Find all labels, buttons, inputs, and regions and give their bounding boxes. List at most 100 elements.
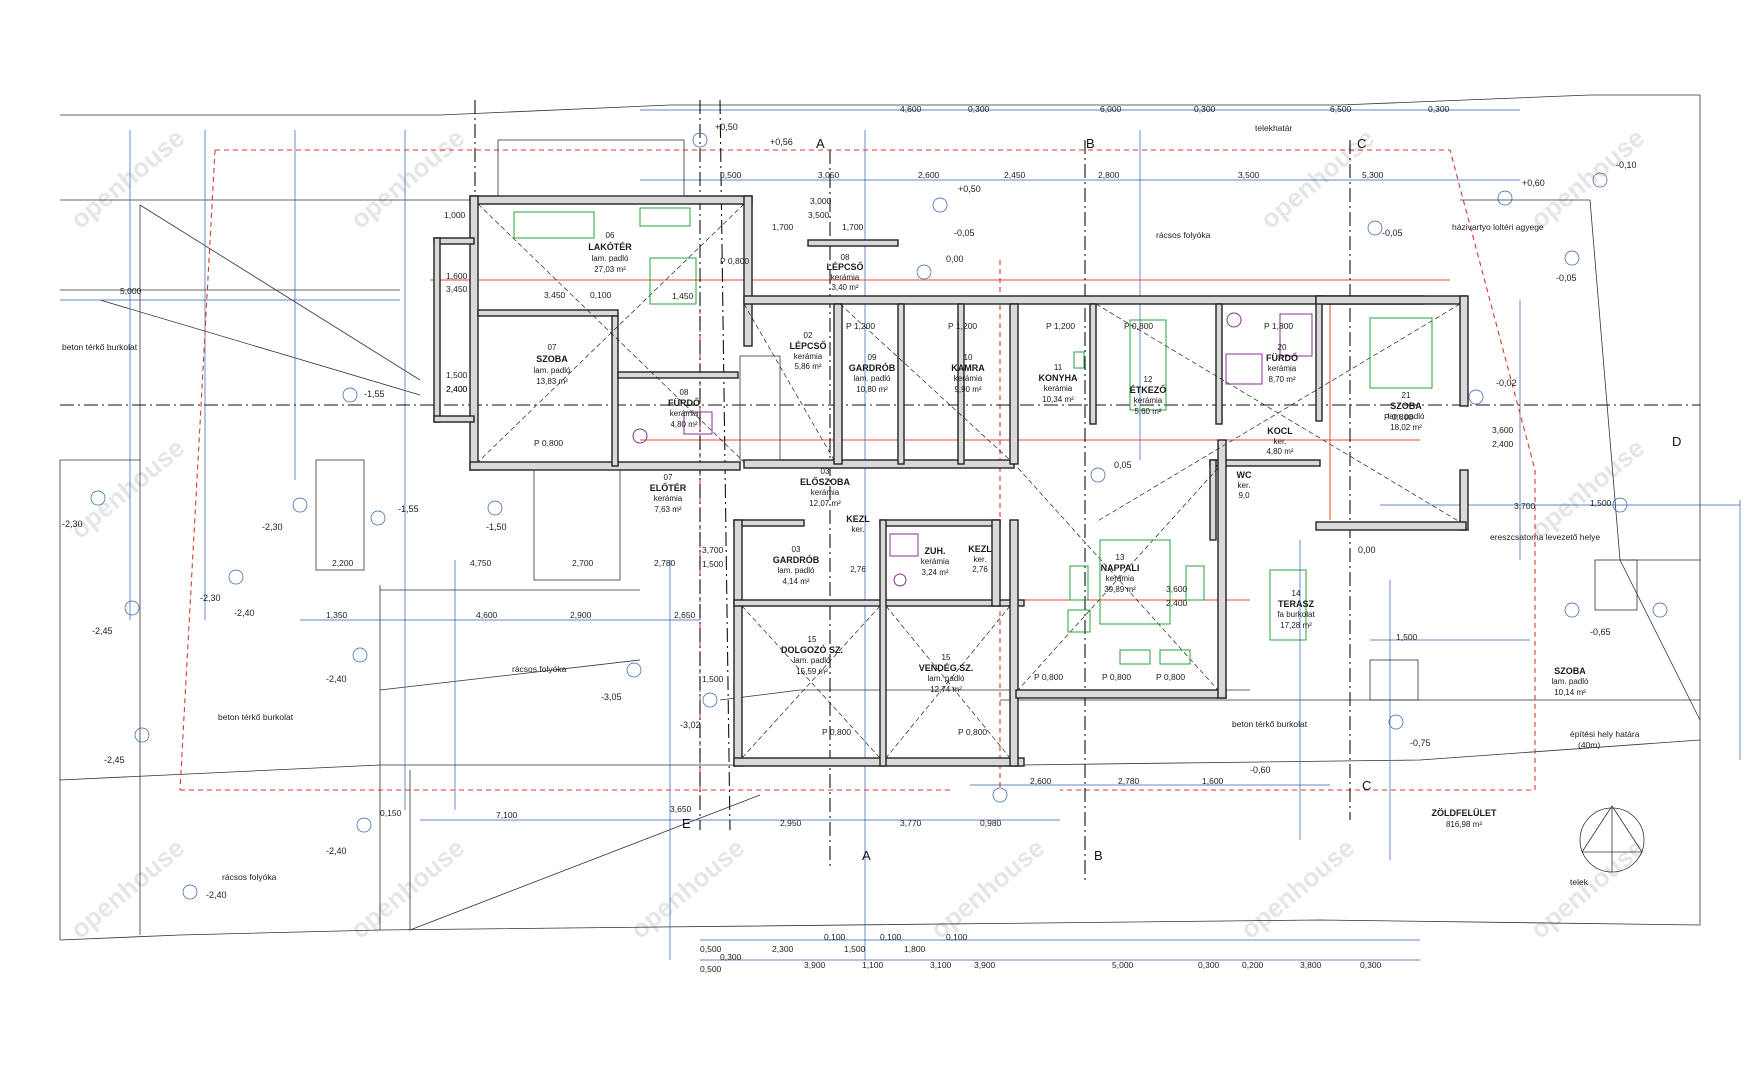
level-value: -3,02 [680, 720, 701, 730]
north-arrow-icon [1579, 805, 1645, 873]
room-terasz: 14 TERASZ fa burkolat 17,28 m² [1277, 589, 1315, 630]
dimension: 1,500 [1590, 498, 1612, 508]
dimension: 3,450 [544, 290, 566, 300]
dimension: 3,650 [670, 804, 692, 814]
level-value: 0,00 [1358, 545, 1376, 555]
room-furdo-08: 08 FÜRDŐ kerámia 4,80 m² [668, 388, 700, 429]
room-lepcso-08: 08 LÉPCSŐ kerámia 3,40 m² [826, 253, 863, 292]
dimension: 2,400 [1492, 439, 1514, 449]
dimension: 2,600 [918, 170, 940, 180]
dimensions-bottom: 0,500 2,300 1,500 1,800 3,100 3,900 5,00… [700, 932, 1382, 974]
dimension: 5,000 [1112, 960, 1134, 970]
dimension: 3,450 [446, 284, 468, 294]
room-number: 07 [548, 343, 557, 352]
dimension: 5,000 [120, 286, 142, 296]
room-etkezo: 12 ÉTKEZŐ kerámia 5,60 m² [1130, 375, 1167, 416]
building-walls [433, 195, 1469, 767]
paving-label: beton térkő burkolat [1232, 719, 1308, 729]
opening-label: P 1,200 [948, 321, 977, 331]
room-name: KOCL [1267, 426, 1293, 436]
dimension: 6,000 [1100, 104, 1122, 114]
room-kezl-2: KEZL ker. 2,76 [968, 544, 992, 574]
axis-label-c-top: C [1357, 136, 1366, 151]
dimension: 0,500 [720, 170, 742, 180]
room-number: 06 [606, 231, 615, 240]
dimension: 0,980 [980, 818, 1002, 828]
axis-label-a-bottom: A [862, 848, 871, 863]
level-value: -0,05 [954, 228, 975, 238]
building-zone-distance: (40m) [1578, 740, 1600, 750]
dimension: 3,900 [804, 960, 826, 970]
room-eloszoba: 03 ELŐSZOBA kerámia 12,07 m² [800, 467, 851, 508]
room-finish: lam. padló [928, 674, 965, 683]
room-finish: fa burkolat [1277, 610, 1315, 619]
room-number: 15 [942, 653, 951, 662]
room-finish: kerámia [1268, 364, 1297, 373]
room-name: GARDRÓB [849, 362, 896, 373]
dimension: 3,600 [1492, 425, 1514, 435]
dimension: 1,800 [904, 944, 926, 954]
dimension-grid [60, 109, 1741, 961]
room-name: LAKÓTÉR [588, 241, 632, 252]
dimension: 3,500 [1238, 170, 1260, 180]
opening-label: P 0,800 [1034, 672, 1063, 682]
dimension: 2,400 [446, 384, 468, 394]
room-name: SZOBA [1390, 401, 1422, 411]
room-area: 15,59 m² [796, 667, 828, 676]
axis-label-c-bottom: C [1362, 778, 1371, 793]
room-number: 10 [964, 353, 973, 362]
dimension: 3,900 [974, 960, 996, 970]
level-value: -2,30 [200, 593, 221, 603]
dimension: 1,600 [446, 271, 468, 281]
room-dolgozo: 15 DOLGOZÓ SZ. lam. padló 15,59 m² [781, 635, 843, 676]
paving-label: beton térkő burkolat [218, 712, 294, 722]
room-name: KONYHA [1038, 373, 1078, 383]
dimension: 2,300 [772, 944, 794, 954]
green-area-label: ZÖLDFELÜLET [1432, 808, 1497, 818]
dimension: 1,000 [444, 210, 466, 220]
room-finish: ker. [974, 555, 987, 564]
dimension: 2,700 [572, 558, 594, 568]
level-markers [90, 132, 1668, 900]
room-number: 13 [1116, 553, 1125, 562]
level-value: -2,30 [62, 519, 83, 529]
dimension: 2,900 [570, 610, 592, 620]
dimension: 2,600 [1030, 776, 1052, 786]
axis-label-b-bottom: B [1094, 848, 1103, 863]
room-lepcso-02: 02 LÉPCSŐ kerámia 5,86 m² [789, 331, 826, 371]
dimension: 1,700 [842, 222, 864, 232]
axis-label-d: D [1672, 434, 1681, 449]
dimension: 3,100 [930, 960, 952, 970]
room-area: 10,14 m² [1554, 688, 1586, 697]
room-zuh: ZUH. kerámia 3,24 m² [921, 546, 950, 577]
level-value: +0,56 [770, 137, 793, 147]
room-finish: lam. padló [854, 374, 891, 383]
room-name: ELŐTÉR [650, 482, 687, 493]
dimension: 3,500 [808, 210, 830, 220]
opening-label: P 0,800 [534, 438, 563, 448]
dimension: 1,100 [862, 960, 884, 970]
building-zone-label: építési hely határa [1570, 729, 1640, 739]
dimension: 0,100 [590, 290, 612, 300]
room-name: FÜRDŐ [1266, 352, 1298, 363]
room-finish: ker. [1274, 437, 1287, 446]
dimension: 2,780 [1118, 776, 1140, 786]
level-value: -3,05 [601, 692, 622, 702]
plot-label: telek [1570, 877, 1589, 887]
level-value: -2,45 [104, 755, 125, 765]
room-name: FÜRDŐ [668, 397, 700, 408]
dimension: 1,700 [772, 222, 794, 232]
room-finish: ker. [1238, 481, 1251, 490]
level-value: -2,30 [262, 522, 283, 532]
room-finish: kerámia [654, 494, 683, 503]
room-area: 27,03 m² [594, 265, 626, 274]
level-value: -2,40 [326, 846, 347, 856]
level-value: -0,10 [1616, 160, 1637, 170]
room-furdo-20: 20 FÜRDŐ kerámia 8,70 m² [1266, 343, 1298, 384]
dimension: 7,100 [496, 810, 518, 820]
room-name: ZUH. [925, 546, 946, 556]
room-finish: lam. padló [794, 656, 831, 665]
room-finish: kerámia [954, 374, 983, 383]
axis-label-e: E [682, 816, 691, 831]
dimension: 2,650 [674, 610, 696, 620]
